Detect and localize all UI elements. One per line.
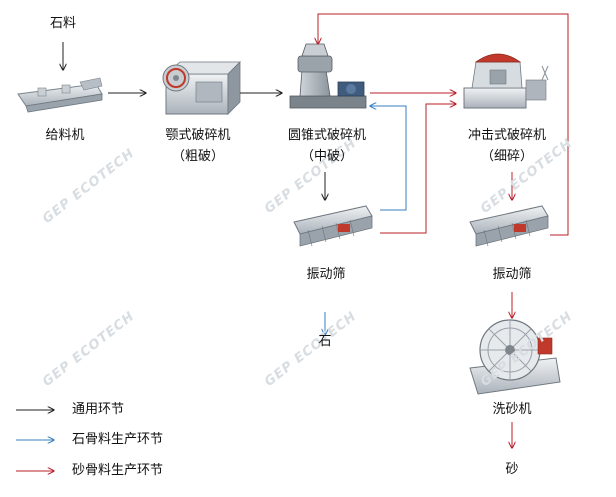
arrow-screen2-back-to-cone-top — [318, 13, 569, 236]
stone-output-label: 石 — [318, 334, 332, 349]
feeder-label: 给料机 — [45, 128, 85, 143]
impact-crusher-label: 冲击式破碎机 — [467, 128, 546, 143]
legend-stone-label: 石骨料生产环节 — [72, 432, 164, 447]
vibrating-screen-1-icon — [293, 205, 373, 247]
legend-general-label: 通用环节 — [72, 402, 125, 417]
cone-crusher-sublabel: （中破） — [300, 149, 353, 164]
impact-crusher-sublabel: （细碎） — [480, 149, 533, 164]
washer-label: 洗砂机 — [492, 402, 532, 417]
sand-washer-icon — [469, 319, 561, 395]
legend-sand-label: 砂骨料生产环节 — [72, 463, 164, 478]
arrow-screen1-back-to-cone — [370, 106, 407, 211]
cone-crusher-label: 圆锥式破碎机 — [287, 128, 366, 143]
jaw-crusher-label: 颚式破碎机 — [165, 128, 231, 143]
feeder-machine-icon — [17, 77, 103, 113]
screen1-label: 振动筛 — [306, 267, 346, 282]
sand-output-label: 砂 — [505, 462, 519, 477]
cone-crusher-icon — [289, 43, 367, 109]
jaw-crusher-icon — [162, 61, 241, 115]
screen2-label: 振动筛 — [492, 267, 532, 282]
jaw-crusher-sublabel: （粗破） — [171, 149, 224, 164]
input-label: 石料 — [49, 16, 76, 31]
vibrating-screen-2-icon — [469, 205, 549, 247]
arrow-screen1-to-impact — [380, 104, 456, 234]
impact-crusher-icon — [463, 53, 549, 109]
